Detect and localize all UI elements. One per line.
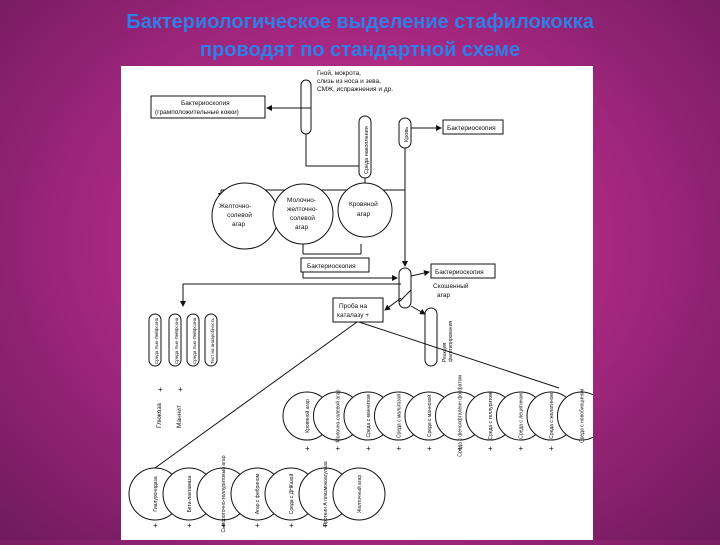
- hiss-tube-3-label: Среда Хью-Лейфсона: [191, 317, 197, 364]
- hiss-result-mannitol-sign: +: [178, 385, 183, 394]
- row2-test-7: Желточный агар: [332, 467, 386, 521]
- row2-test-label: Бета-лактамаза: [187, 475, 193, 512]
- source-note-line1: Гной, мокрота,: [317, 69, 361, 77]
- row1-test-label: Среда с новобиоцином: [580, 388, 586, 443]
- row2-test-sign: +: [255, 521, 260, 530]
- plate2-line1: Молочно-: [287, 197, 316, 204]
- row1-test-sign: +: [488, 444, 493, 453]
- plate2-line2: желточно-: [287, 206, 318, 213]
- hiss-tube-1-label: Среда Хью-Лейфсона: [153, 317, 159, 364]
- microscopy-blood-box: Бактериоскопия: [442, 119, 504, 135]
- row2-test-sign: +: [289, 521, 294, 530]
- row1-test-sign: +: [336, 444, 341, 453]
- row2-test-label: Сывороточно-теллуритовый агар: [220, 455, 227, 532]
- row1-test-label: Среда с маннитом: [366, 394, 372, 438]
- row2-test-sign: +: [153, 521, 158, 530]
- phage-line2: фаготипирования: [448, 321, 454, 362]
- plate3-line1: Кровяной: [349, 200, 378, 208]
- microscopy-pure-box: Бактериоскопия: [430, 263, 496, 279]
- row1-test-label: Среда с теллуритом: [488, 392, 494, 440]
- slant-agar-line2: агар: [437, 292, 450, 299]
- row2-test-label: Агар с фибрином: [255, 473, 261, 514]
- row2-test-label: Желточный агар: [356, 475, 363, 513]
- row1-test-label: Среда с лецитином: [519, 393, 525, 439]
- slide-title: Бактериологическое выделение стафилококк…: [0, 8, 720, 64]
- plate-blood-agar: Кровяной агар: [337, 182, 393, 238]
- source-note-line2: слизь из носа и зева,: [317, 78, 381, 85]
- row1-test-sign: +: [519, 444, 524, 453]
- microscopy-blood-label: Бактериоскопия: [447, 125, 496, 132]
- plate2-line3: солевой: [290, 214, 315, 222]
- phage-line1: Реакция: [442, 342, 448, 362]
- row2-test-sign: +: [323, 521, 328, 530]
- slant-agar-line1: Скошенный: [433, 282, 469, 290]
- plate3-line2: агар: [357, 211, 370, 218]
- row1-test-sign: +: [458, 444, 463, 453]
- diagram-panel: Гной, мокрота, слизь из носа и зева, СМЖ…: [121, 66, 606, 540]
- row2-test-sign: +: [187, 521, 192, 530]
- row2-test-label: Протеин А плазмокоагулаза: [323, 461, 329, 527]
- hiss-result-glucose-sign: +: [158, 385, 163, 394]
- catalase-test-box: Проба на каталазу +: [332, 297, 384, 323]
- plate1-line2: солевой: [227, 211, 252, 219]
- slant-agar-tube: [398, 267, 412, 309]
- hiss-tube-2-label: Среда Хью-Лейфсона: [173, 317, 179, 364]
- row1-test-sign: +: [366, 444, 371, 453]
- hiss-tube-2: Среда Хью-Лейфсона: [168, 313, 182, 367]
- plate-milk-yolk-salt: Молочно- желточно- солевой агар: [272, 183, 334, 245]
- blood-tube-label: Кровь: [404, 127, 410, 142]
- blood-tube: Кровь: [398, 117, 412, 149]
- source-note-line3: СМЖ, испражнения и др.: [317, 86, 393, 93]
- hiss-result-glucose: Глюкоза: [156, 403, 163, 428]
- row1-test-label: Среда с маннозой: [426, 395, 433, 438]
- staphylococcus-scheme-diagram: Гной, мокрота, слизь из носа и зева, СМЖ…: [128, 69, 606, 532]
- hiss-result-mannitol: Маннит: [176, 405, 183, 428]
- phage-typing-tube: Реакция фаготипирования: [424, 307, 454, 367]
- enrichment-tube: Среда накопления: [358, 115, 372, 179]
- microscopy-colonies-box: Бактериоскопия: [300, 257, 370, 273]
- microscopy-colonies-label: Бактериоскопия: [307, 263, 356, 270]
- row1-test-label: Кровяной агар: [304, 399, 311, 433]
- microscopy-gram-line2: (грамположительные кокки): [155, 109, 239, 116]
- row1-tests: Кровяной агар+Молочно-солевой агар+Среда…: [282, 375, 606, 457]
- plate1-line3: агар: [232, 221, 245, 228]
- plate1-line1: Желточно-: [219, 203, 251, 210]
- slide-title-line2: проводят по стандартной схеме: [199, 39, 521, 61]
- row1-test-label: Среда с фенолфталеин фосфатом: [458, 375, 464, 457]
- hiss-tube-3: Среда Хью-Лейфсона: [186, 313, 200, 367]
- row2-test-label: Среда с ДНКазой: [288, 474, 295, 515]
- plate-egg-yolk-salt: Желточно- солевой агар: [211, 182, 279, 250]
- row1-test-label: Среда с мальтозой: [396, 394, 403, 438]
- row2-test-sign: +: [221, 521, 226, 530]
- enrichment-tube-label: Среда накопления: [364, 126, 370, 174]
- hiss-tube-4-label: Тест на анаэробность: [210, 318, 215, 364]
- hiss-tube-1: Среда Хью-Лейфсона: [148, 313, 162, 367]
- microscopy-pure-label: Бактериоскопия: [435, 269, 484, 276]
- row1-test-sign: +: [305, 444, 310, 453]
- row2-test-circle: [332, 467, 386, 521]
- catalase-line2: каталазу +: [337, 312, 369, 319]
- row2-tests: Гиалуронидаза+Бета-лактамаза+Сывороточно…: [128, 455, 386, 532]
- row1-test-sign: +: [397, 444, 402, 453]
- row1-test-sign: +: [427, 444, 432, 453]
- microscopy-gram-box: Бактериоскопия (грамположительные кокки): [150, 95, 266, 119]
- sample-tube: [300, 79, 312, 135]
- row1-test-label: Молочно-солевой агар: [335, 389, 342, 442]
- row1-test-label: Среда с желатином: [549, 393, 555, 439]
- slide-title-line1: Бактериологическое выделение стафилококк…: [126, 11, 594, 33]
- row2-test-label: Гиалуронидаза: [153, 476, 159, 511]
- row1-test-sign: +: [549, 444, 554, 453]
- hiss-tube-4: Тест на анаэробность: [204, 313, 218, 367]
- plate2-line4: агар: [295, 224, 308, 231]
- microscopy-gram-line1: Бактериоскопия: [181, 100, 230, 107]
- catalase-line1: Проба на: [339, 302, 367, 310]
